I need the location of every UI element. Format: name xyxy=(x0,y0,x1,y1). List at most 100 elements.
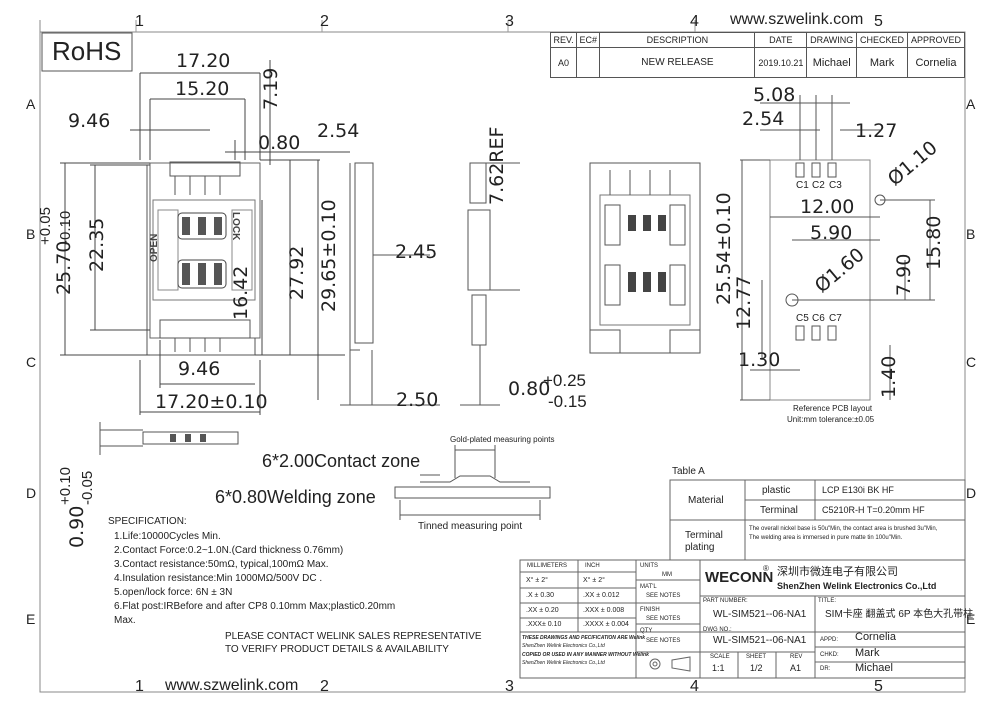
top-view-outline xyxy=(146,161,261,356)
tb-partno: WL-SIM521--06-NA1 xyxy=(713,609,807,620)
tb-tol-2a: .X ± 0.30 xyxy=(526,592,554,599)
row-mark-e-right: E xyxy=(966,611,976,627)
company-en: ShenZhen Welink Electronics Co.,Ltd xyxy=(777,581,937,591)
pcb-layout xyxy=(740,95,935,401)
row-mark-e-left: E xyxy=(26,611,36,627)
col-mark-3-bottom: 3 xyxy=(505,678,514,695)
tb-dwg: WL-SIM521--06-NA1 xyxy=(713,635,807,646)
tb-appd: Cornelia xyxy=(855,631,896,643)
dim-0-80-plus: +0.25 xyxy=(543,371,587,390)
dim-17-20: 17.20 xyxy=(176,50,231,72)
row-mark-a-right: A xyxy=(966,96,976,112)
tb-rev: A1 xyxy=(790,663,802,673)
tb-tol-3b: .XXX ± 0.008 xyxy=(583,607,625,614)
col-mark-1: 1 xyxy=(135,13,144,30)
col-mark-1-bottom: 1 xyxy=(135,678,144,695)
spec-title: SPECIFICATION: xyxy=(108,516,187,527)
col-mark-5: 5 xyxy=(874,13,883,30)
spec-line-3: 3.Contact resistance:50mΩ, typical,100mΩ… xyxy=(114,559,329,570)
tb-tol-1b: X° ± 2° xyxy=(583,577,605,584)
dim-9-46-bottom: 9.46 xyxy=(178,358,221,380)
open-label: OPEN xyxy=(149,233,160,262)
revision-table: REV. EC# DESCRIPTION DATE DRAWING CHECKE… xyxy=(549,32,966,78)
table-a-plating-value-2: The welding area is immersed in pure mat… xyxy=(749,535,903,541)
pcb-tolerance: Unit:mm tolerance:±0.05 xyxy=(787,415,875,424)
rev-value-rev: A0 xyxy=(549,47,578,78)
rev-header-drawing: DRAWING xyxy=(806,32,858,48)
contact-notice-1: PLEASE CONTACT WELINK SALES REPRESENTATI… xyxy=(225,631,482,642)
company-cn: 深圳市微连电子有限公司 xyxy=(777,566,898,578)
pcb-dim-1-40: 1.40 xyxy=(878,355,900,398)
table-a-terminal-value: C5210R-H T=0.20mm HF xyxy=(822,505,925,515)
tb-chkd: Mark xyxy=(855,647,880,659)
table-a-plastic-value: LCP E130i BK HF xyxy=(822,485,894,495)
projection-symbol xyxy=(649,656,691,672)
pcb-c3: C3 xyxy=(829,180,842,191)
rev-header-approved: APPROVED xyxy=(906,32,966,48)
welding-zone-label: 6*0.80Welding zone xyxy=(215,487,376,507)
site-url-top: www.szwelink.com xyxy=(730,11,864,28)
front-view xyxy=(460,162,520,406)
row-mark-a-left: A xyxy=(26,96,36,112)
dim-0-90-plus: +0.10 xyxy=(57,467,74,505)
pcb-c7: C7 xyxy=(829,313,842,324)
rev-header-rev: REV. xyxy=(549,32,578,48)
tb-dr: Michael xyxy=(855,662,893,674)
pcb-dim-5-90: 5.90 xyxy=(810,222,853,244)
row-mark-d-left: D xyxy=(26,485,37,501)
side-view xyxy=(340,162,440,406)
pcb-c2: C2 xyxy=(812,180,825,191)
tb-title-label: TITLE: xyxy=(818,598,837,604)
tb-tol-4a: .XXX± 0.10 xyxy=(526,621,562,628)
dim-0-80-minus: -0.15 xyxy=(548,392,587,411)
tb-dr-label: DR: xyxy=(820,666,831,672)
lock-label: LOCK xyxy=(230,212,241,241)
rev-value-approved: Cornelia xyxy=(906,47,966,78)
dim-2-54: 2.54 xyxy=(317,120,360,142)
bottom-view xyxy=(589,162,701,354)
tb-appd-label: APPD: xyxy=(820,637,839,643)
tb-tol-2b: .XX ± 0.012 xyxy=(583,592,620,599)
rev-value-checked: Mark xyxy=(856,47,908,78)
col-mark-2-bottom: 2 xyxy=(320,678,329,695)
rohs-label: RoHS xyxy=(52,36,122,66)
tb-qty: QTY xyxy=(640,628,653,634)
tb-legal-2: ShenZhen Welink Electronics Co.,Ltd xyxy=(522,643,605,649)
brand-logo: WECONN xyxy=(705,569,774,586)
dim-25-70-minus: -0.10 xyxy=(57,210,74,245)
col-mark-4: 4 xyxy=(690,13,699,30)
pcb-dim-7-90: 7.90 xyxy=(893,253,915,296)
col-mark-5-bottom: 5 xyxy=(874,678,883,695)
dim-7-19: 7.19 xyxy=(260,67,282,110)
tb-dwg-label: DWG NO.: xyxy=(703,627,732,633)
spec-line-5: 5.open/lock force: 6N ± 3N xyxy=(114,587,233,598)
pcb-dim-1-30: 1.30 xyxy=(738,349,781,371)
tb-tol-3a: .XX ± 0.20 xyxy=(526,607,559,614)
tb-legal-3: COPIED OR USED IN ANY MANNER WITHOUT Wel… xyxy=(522,652,649,658)
pcb-dim-12-00: 12.00 xyxy=(800,196,855,218)
tb-qty-notes: SEE NOTES xyxy=(646,638,681,644)
tb-sheet: 1/2 xyxy=(750,663,763,673)
col-mark-3: 3 xyxy=(505,13,514,30)
table-a-terminal: Terminal xyxy=(760,505,798,516)
dim-7-62-ref: 7.62REF xyxy=(486,126,508,205)
spec-line-7: Max. xyxy=(114,615,136,626)
dim-0-80: 0.80 xyxy=(258,132,301,154)
dim-25-70-plus: +0.05 xyxy=(37,207,54,245)
tb-finish: FINISH xyxy=(640,607,660,613)
tb-matl-notes: SEE NOTES xyxy=(646,593,681,599)
pcb-c5: C5 xyxy=(796,313,809,324)
table-a-title: Table A xyxy=(672,466,705,477)
spec-line-2: 2.Contact Force:0.2~1.0N.(Card thickness… xyxy=(114,545,344,556)
brand-registered: ® xyxy=(763,564,769,573)
row-mark-c-right: C xyxy=(966,354,977,370)
pcb-dim-2-54: 2.54 xyxy=(742,108,785,130)
dim-16-42: 16.42 xyxy=(230,265,252,320)
tb-scale: 1:1 xyxy=(712,663,725,673)
table-a-material: Material xyxy=(688,495,724,506)
contact-pads xyxy=(182,217,222,285)
rev-value-ec xyxy=(576,47,601,78)
rev-header-ec: EC# xyxy=(576,32,601,48)
tb-legal-4: ShenZhen Welink Electronics Co.,Ltd xyxy=(522,660,605,666)
